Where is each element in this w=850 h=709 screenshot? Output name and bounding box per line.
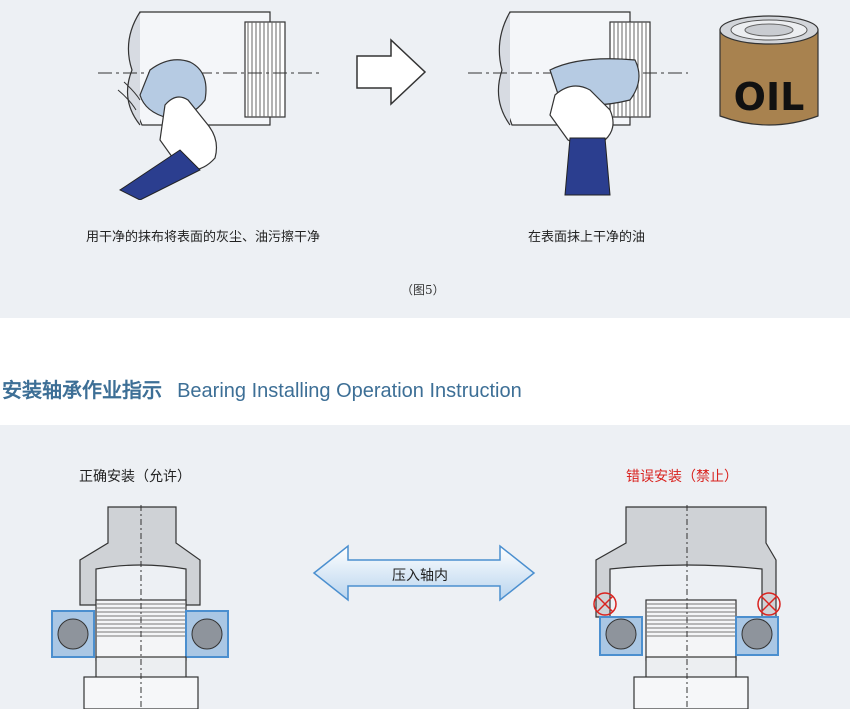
figure-label: （图5）: [401, 283, 445, 297]
right-arrow-icon: [356, 38, 427, 106]
press-double-arrow-icon: [312, 544, 536, 602]
shaft-oiling-illustration: [468, 11, 688, 196]
prohibited-mark-right-icon: [757, 592, 781, 616]
correct-install-label: 正确安装（允许）: [79, 469, 191, 485]
prohibited-mark-left-icon: [593, 592, 617, 616]
caption-clean-surface: 用干净的抹布将表面的灰尘、油污擦干净: [86, 230, 321, 245]
caption-apply-oil: 在表面抹上干净的油: [528, 230, 646, 245]
shaft-cleaning-illustration: [98, 11, 320, 200]
wrong-install-diagram: [593, 505, 781, 709]
oil-can-text: OIL: [734, 75, 805, 119]
section-title-cn: 安装轴承作业指示: [2, 378, 162, 402]
section-title-en: Bearing Installing Operation Instruction: [177, 380, 522, 402]
correct-install-diagram: [51, 505, 229, 709]
oil-can-icon: OIL: [719, 15, 819, 126]
section-title: 安装轴承作业指示 Bearing Installing Operation In…: [2, 374, 522, 403]
press-into-shaft-label: 压入轴内: [392, 568, 448, 584]
wrong-install-label: 错误安装（禁止）: [626, 469, 738, 485]
